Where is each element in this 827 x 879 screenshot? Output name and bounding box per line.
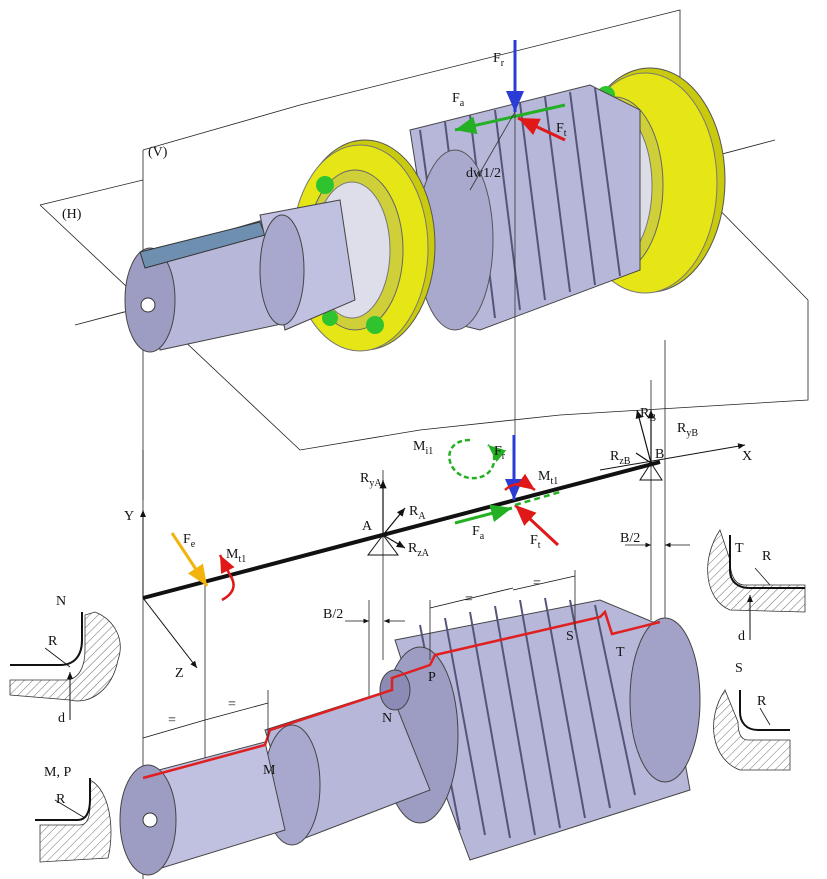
section-m-label: M [263,763,276,778]
b-half-left-label: B/2 [323,607,343,622]
eq-dim-2: = [228,697,236,712]
rb-label: RB [640,406,656,424]
eq-dim-1: = [168,713,176,728]
fe-label: Fe [183,532,196,550]
shaft-beam [142,460,661,600]
detail-n-diameter: d [58,711,65,726]
eq-dim-4: = [533,576,541,591]
section-p-label: P [428,670,436,685]
detail-mp-radius: R [56,792,66,807]
detail-n [9,611,121,720]
point-a-label: A [362,519,373,534]
ft-top-arrow [517,116,566,142]
section-s-label: S [566,629,574,644]
fa-mid-arrow [454,504,513,525]
rzb-label: RzB [610,449,631,467]
detail-t-diameter: d [738,629,745,644]
fr-mid-label: Fr [494,444,506,462]
rza-label: RzA [408,541,430,559]
detail-n-title: N [56,594,66,609]
ft-mid-label: Ft [530,533,541,551]
support-b [635,409,663,481]
detail-s-radius: R [757,694,767,709]
detail-s [713,689,791,771]
bottom-pinion [381,597,701,861]
rya-label: RyA [360,471,382,489]
plane-h-label: (H) [62,207,82,222]
b-half-right-label: B/2 [620,531,640,546]
detail-mp [35,778,112,863]
detail-mp-title: M, P [44,765,71,780]
detail-t [707,529,806,640]
x-axis [599,443,746,471]
mi1-moment [448,438,507,480]
fa-top-label: Fa [452,91,465,109]
top-shaft [124,199,356,353]
fa-top-arrow [454,103,566,135]
bottom-shaft [119,669,431,876]
ryb-label: RyB [677,421,698,439]
section-n-label: N [382,711,392,726]
ft-mid-arrow [513,503,560,547]
mt1-left-moment [218,554,235,602]
eq-dim-3: = [465,592,473,607]
ft-top-label: Ft [556,121,567,139]
mt1-left-label: Mt1 [226,547,246,565]
y-axis-label: Y [124,509,134,524]
detail-s-title: S [735,661,743,676]
z-axis [142,597,198,669]
dw-label: dw1/2 [466,166,501,181]
support-a [367,480,406,556]
section-t-label: T [616,645,625,660]
mi1-label: Mi1 [413,439,433,457]
fr-top-label: Fr [493,51,505,69]
x-axis-label: X [742,449,752,464]
detail-t-radius: R [762,549,772,564]
detail-n-radius: R [48,634,58,649]
detail-t-title: T [735,541,744,556]
point-b-label: B [655,447,664,462]
fa-mid-label: Fa [472,524,485,542]
z-axis-label: Z [175,666,184,681]
fe-arrow [170,532,209,587]
mt1-mid-moment [504,473,536,492]
mt1-mid-label: Mt1 [538,469,558,487]
ra-label: RA [409,504,426,522]
plane-v-label: (V) [148,145,168,160]
